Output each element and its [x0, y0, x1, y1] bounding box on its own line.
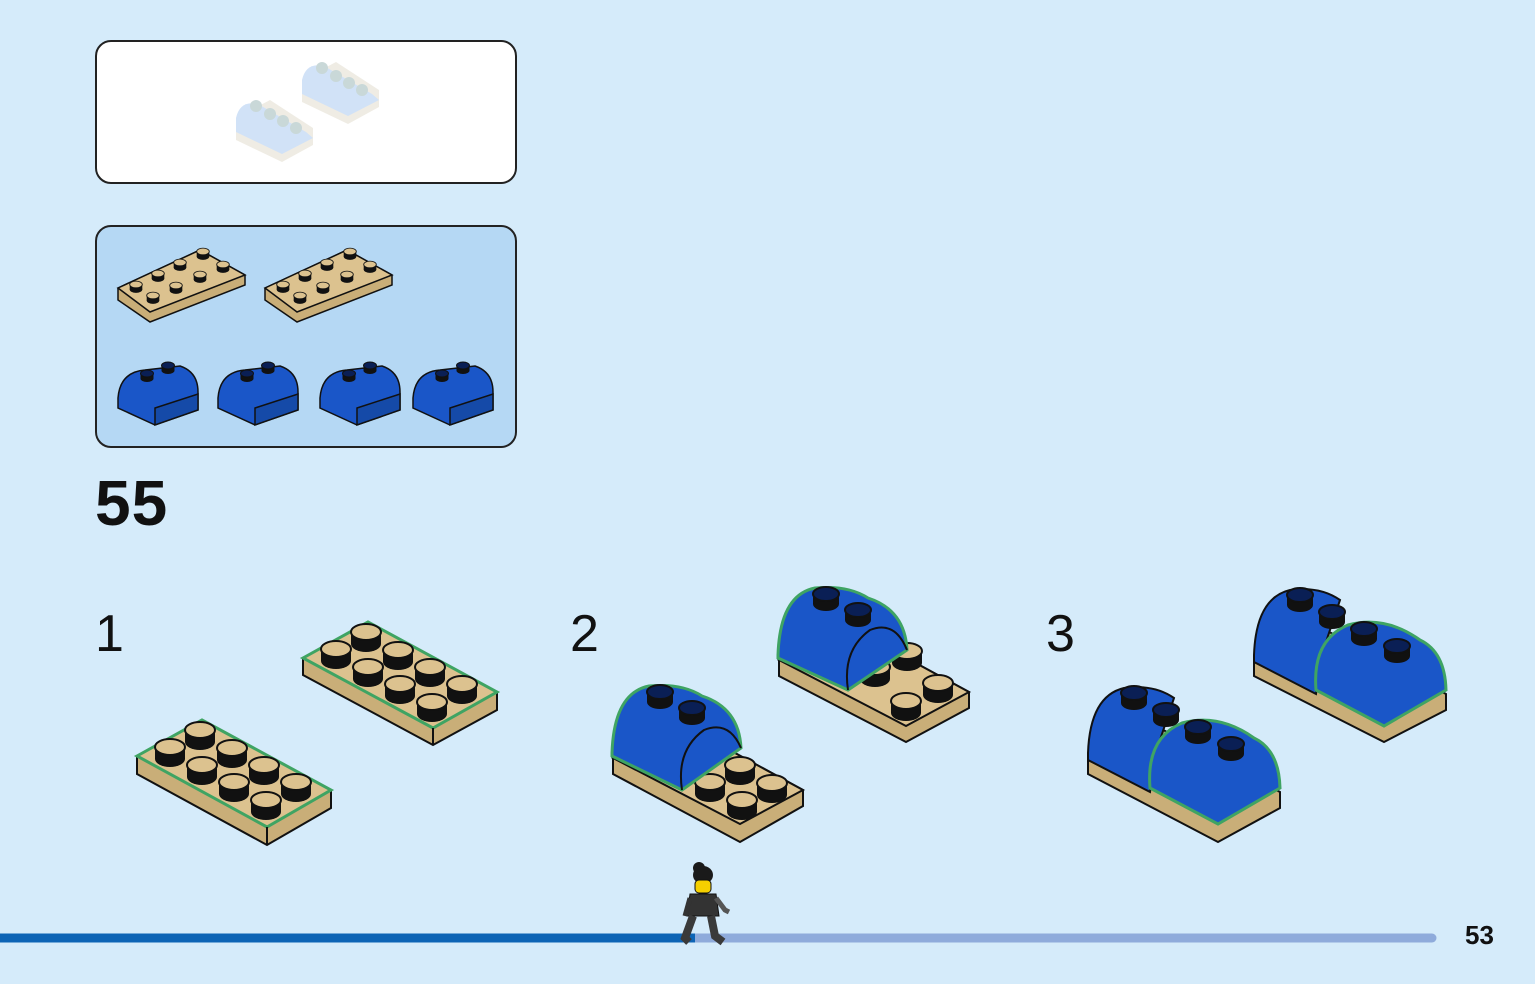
- part-tan-plate-2: [263, 247, 394, 323]
- substep3-assembly-front: [1087, 685, 1282, 844]
- substep1-plate-back: [299, 620, 501, 747]
- step-number: 55: [95, 467, 169, 539]
- preview-brick-b: [302, 62, 379, 124]
- substep-label-2: 2: [570, 605, 599, 663]
- part-blue-slope-3: [319, 361, 401, 427]
- minifigure-walker-icon: [680, 862, 731, 946]
- preview-brick-a: [236, 100, 313, 162]
- substep3-assembly-back: [1253, 587, 1448, 744]
- substep2-assembly-front: [610, 684, 806, 844]
- substep-label-1: 1: [95, 605, 124, 663]
- substep-label-3: 3: [1046, 605, 1075, 663]
- substep2-assembly-back: [776, 586, 972, 744]
- part-blue-slope-4: [412, 361, 494, 427]
- substep1-plate-front: [133, 718, 335, 847]
- part-blue-slope-2: [217, 361, 299, 427]
- page-number: 53: [1465, 920, 1494, 950]
- part-blue-slope-1: [117, 361, 199, 427]
- part-tan-plate-1: [116, 247, 247, 323]
- previous-step-preview: [95, 40, 517, 184]
